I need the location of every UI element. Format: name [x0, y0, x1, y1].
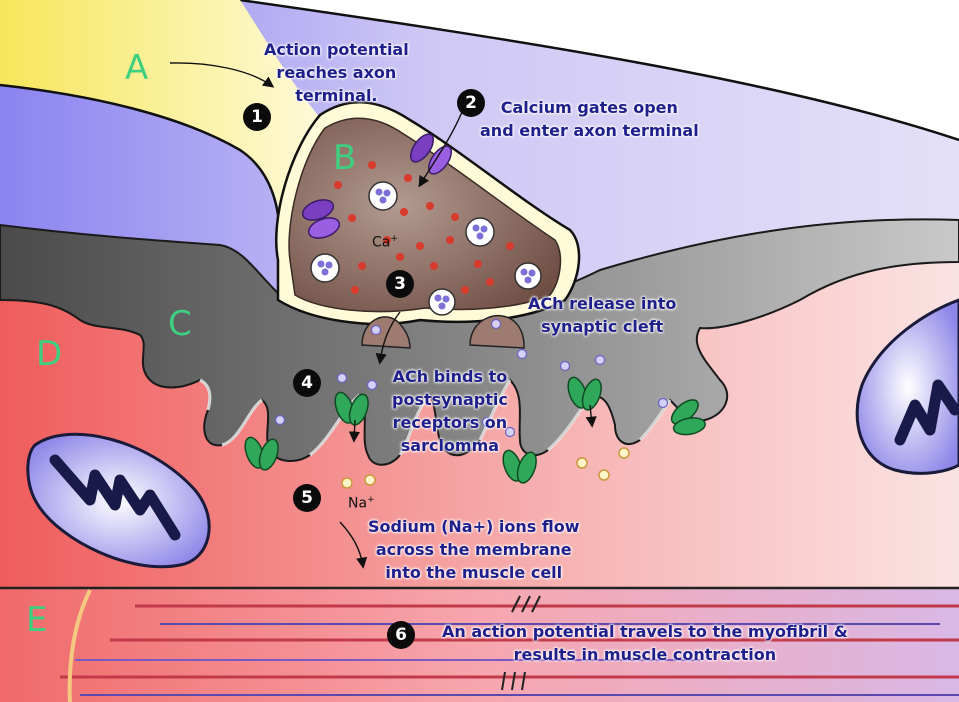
- step-1-caption: Action potential reaches axon terminal.: [264, 40, 409, 105]
- label-c: C: [168, 304, 192, 344]
- step-5-badge: 5: [293, 484, 321, 512]
- step-4-badge: 4: [293, 369, 321, 397]
- synaptic-vesicles: [310, 181, 542, 316]
- label-e: E: [26, 600, 48, 640]
- break-marks: [501, 595, 541, 691]
- step-4-caption: ACh binds to postsynaptic receptors on s…: [392, 367, 508, 455]
- axon-terminal: [288, 117, 562, 313]
- step-2-caption: Calcium gates open and enter axon termin…: [480, 98, 699, 140]
- step-1-badge: 1: [243, 103, 271, 131]
- step-6-caption: An action potential travels to the myofi…: [442, 622, 848, 664]
- mitochondrion-left: [26, 432, 211, 569]
- sodium-ions: [341, 447, 630, 489]
- acetylcholine-in-cleft: [274, 318, 669, 438]
- acetylcholine-in-vesicles: [317, 188, 536, 310]
- step-6-badge: 6: [387, 621, 415, 649]
- myofibril-edge: [67, 589, 92, 702]
- sodium-ion-label: Na+: [348, 495, 375, 512]
- label-b: B: [333, 138, 357, 178]
- vesicle-fusion-left: [361, 316, 411, 349]
- schwann-cap: [240, 0, 959, 140]
- myofibril-filaments: [60, 604, 959, 696]
- label-a: A: [125, 48, 149, 88]
- label-d: D: [36, 334, 63, 374]
- calcium-ion-label: Ca+: [372, 234, 398, 251]
- step-2-badge: 2: [457, 89, 485, 117]
- process-arrows: [169, 62, 597, 569]
- step-3-caption: ACh release into synaptic cleft: [528, 294, 677, 336]
- mitochondrion-right: [855, 298, 959, 475]
- ach-receptors: [244, 376, 706, 484]
- axon: [0, 0, 340, 260]
- step-5-caption: Sodium (Na+) ions flow across the membra…: [368, 517, 580, 582]
- step-3-badge: 3: [386, 270, 414, 298]
- calcium-ions: [334, 161, 514, 294]
- vesicle-fusion-right: [469, 314, 525, 349]
- calcium-channel-left: [301, 199, 341, 239]
- calcium-channel-top: [409, 133, 453, 175]
